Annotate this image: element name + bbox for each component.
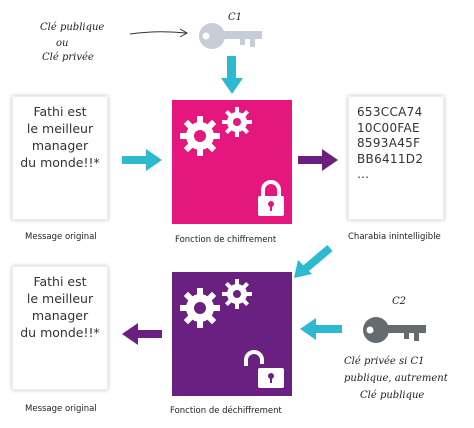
key-to-decrypt-arrow [300, 318, 342, 340]
top-key-icon [199, 23, 262, 49]
caption-message-original-bottom: Message original [25, 404, 97, 414]
plaintext-document: Fathi est le meilleur manager du monde!!… [12, 96, 108, 220]
caption-message-original-top: Message original [25, 232, 97, 242]
bottom-key-label: C2 [392, 296, 407, 307]
decrypted-document: Fathi est le meilleur manager du monde!!… [12, 266, 108, 390]
bottom-key-note-line-2: publique, autrement [344, 373, 448, 384]
top-key-note-line-1: Clé publique [40, 22, 105, 33]
top-key-label: C1 [228, 12, 243, 23]
encryption-function-box [172, 100, 292, 224]
caption-encrypt-function: Fonction de chiffrement [175, 235, 277, 245]
padlock-closed-icon [258, 180, 284, 216]
gears-icon [180, 279, 252, 328]
padlock-open-icon [244, 350, 284, 388]
ciphertext-document: 653CCA74 10C00FAE 8593A45F BB6411D2 … [348, 96, 444, 220]
bottom-key-note-line-1: Clé privée si C1 [344, 356, 425, 367]
decryption-function-box [172, 272, 292, 396]
cipher-to-decrypt-arrow [294, 244, 333, 278]
bottom-key-icon [363, 317, 426, 343]
decrypt-to-document-arrow [122, 323, 162, 345]
caption-gibberish: Charabia inintelligible [348, 232, 441, 242]
gears-icon [180, 107, 252, 156]
plaintext-to-encrypt-arrow [122, 149, 162, 171]
encrypt-to-cipher-arrow [298, 149, 338, 171]
ciphertext-document-text: 653CCA74 10C00FAE 8593A45F BB6411D2 … [357, 105, 424, 181]
top-key-note-line-2: ou [56, 38, 69, 49]
bottom-key-note-line-3: Clé publique [360, 390, 425, 401]
plaintext-document-text: Fathi est le meilleur manager du monde!!… [20, 104, 100, 170]
top-key-note-line-3: Clé privée [42, 52, 94, 63]
note-pointer-arrow [129, 28, 189, 38]
caption-decrypt-function: Fonction de déchiffrement [170, 406, 282, 416]
decrypted-document-text: Fathi est le meilleur manager du monde!!… [20, 274, 100, 340]
key-to-encrypt-arrow [221, 56, 243, 94]
